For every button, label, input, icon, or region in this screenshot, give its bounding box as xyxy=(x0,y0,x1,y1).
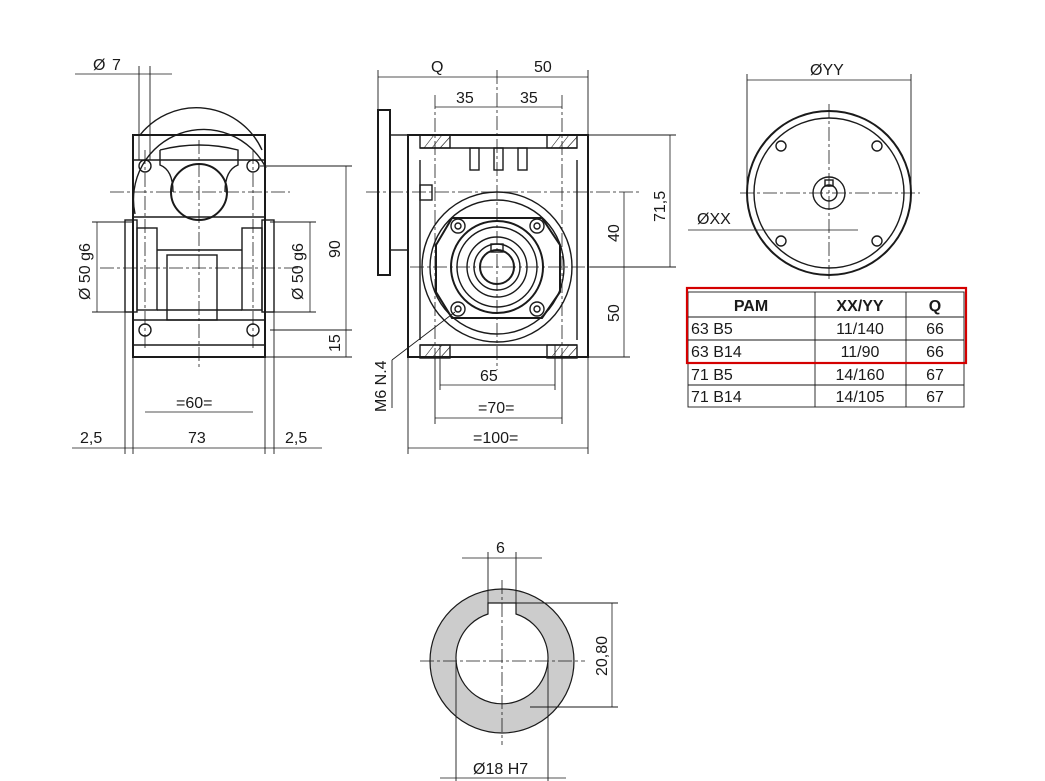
dim-bore-18-h7: Ø18 H7 xyxy=(473,761,528,778)
table-cell: 63 B5 xyxy=(691,321,733,338)
dim-dia-xx: ØXX xyxy=(697,211,731,228)
dim-shaft-right: Ø 50 g6 xyxy=(290,243,307,300)
dim-right-2-5: 2,5 xyxy=(285,430,307,447)
table-header-xx-yy: XX/YY xyxy=(836,298,883,315)
dim-width-73: 73 xyxy=(188,430,206,447)
table-cell: 63 B14 xyxy=(691,344,742,361)
table-cell: 66 xyxy=(926,321,944,338)
table-header-q: Q xyxy=(929,298,941,315)
dim-width-50: 50 xyxy=(534,59,552,76)
dim-height-50: 50 xyxy=(606,304,623,322)
table-cell: 71 B14 xyxy=(691,389,742,406)
thread-spec: M6 N.4 xyxy=(373,360,390,412)
dim-dia-7: 7 xyxy=(112,57,121,74)
table-cell: 66 xyxy=(926,344,944,361)
dim-width-35-left: 35 xyxy=(456,90,474,107)
table-cell: 67 xyxy=(926,389,944,406)
front-view: Q 50 35 35 71,5 40 50 M6 N.4 65 =70= xyxy=(366,59,676,454)
table-cell: 67 xyxy=(926,367,944,384)
dim-width-70: =70= xyxy=(478,400,514,417)
dim-key-6: 6 xyxy=(496,540,505,557)
pam-table: PAM XX/YY Q 63 B5 11/140 66 63 B14 11/90… xyxy=(685,286,968,408)
dim-phi-7-symbol: Ø xyxy=(93,57,105,74)
dim-depth-20-80: 20,80 xyxy=(594,636,611,676)
table-cell: 11/140 xyxy=(836,321,884,338)
table-cell: 11/90 xyxy=(841,344,880,361)
dim-dia-yy: ØYY xyxy=(810,62,844,79)
dim-dia-65: 65 xyxy=(480,368,498,385)
table-header-pam: PAM xyxy=(734,298,768,315)
dim-height-40: 40 xyxy=(606,224,623,242)
dim-width-35-right: 35 xyxy=(520,90,538,107)
table-cell: 14/160 xyxy=(836,367,885,384)
dim-shaft-left: Ø 50 g6 xyxy=(77,243,94,300)
side-view: Ø 7 Ø 50 g6 Ø 50 g6 90 15 =60= xyxy=(72,57,352,454)
table-highlight-box xyxy=(685,286,968,365)
table-cell: 14/105 xyxy=(836,389,885,406)
dim-width-60: =60= xyxy=(176,395,212,412)
dim-width-100: =100= xyxy=(473,430,518,447)
dim-height-90: 90 xyxy=(327,240,344,258)
dim-height-71-5: 71,5 xyxy=(652,191,669,222)
dim-q: Q xyxy=(431,59,443,76)
flange-view: ØYY ØXX xyxy=(688,62,920,282)
dim-height-15: 15 xyxy=(327,334,344,352)
table-cell: 71 B5 xyxy=(691,367,733,384)
dim-left-2-5: 2,5 xyxy=(80,430,102,447)
bore-detail: 6 20,80 Ø18 H7 xyxy=(420,540,618,781)
